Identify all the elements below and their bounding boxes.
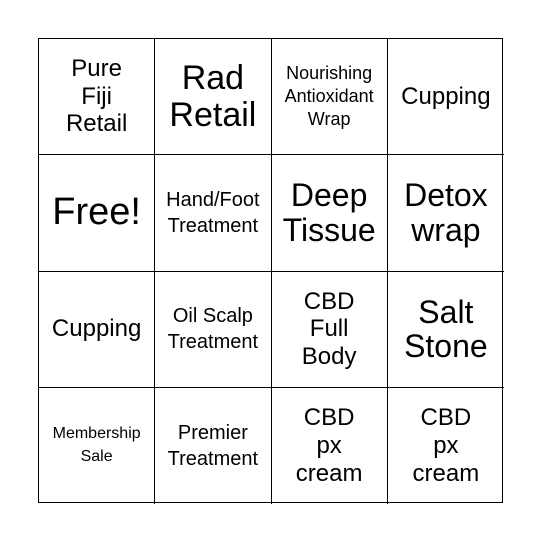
bingo-cell-label: Hand/Foot Treatment [166,188,260,237]
bingo-cell[interactable]: Membership Sale [39,387,156,504]
bingo-cell[interactable]: Salt Stone [387,272,504,388]
bingo-cell[interactable]: CBD px cream [272,387,388,504]
bingo-cell[interactable]: Hand/Foot Treatment [155,155,272,272]
bingo-cell[interactable]: Rad Retail [155,39,272,156]
bingo-cell-label: Deep Tissue [282,177,376,248]
bingo-cell-label: Rad Retail [169,58,257,134]
bingo-cell[interactable]: CBD px cream [388,388,504,504]
bingo-cell[interactable]: Deep Tissue [271,155,388,272]
bingo-cell-label: CBD Full Body [301,287,357,370]
bingo-cell-label: Detox wrap [404,177,488,248]
bingo-cell-free-space[interactable]: Free! [39,155,156,272]
bingo-cell-label: Membership Sale [52,425,141,465]
bingo-cell[interactable]: Pure Fiji Retail [39,39,156,156]
bingo-cell-label: Cupping [51,315,142,343]
bingo-cell-label: Pure Fiji Retail [65,55,128,138]
bingo-cell[interactable]: Oil Scalp Treatment [155,271,272,388]
bingo-card: Pure Fiji Retail Rad Retail Nourishing A… [38,38,504,504]
bingo-cell-label: CBD px cream [295,404,363,487]
bingo-cell-label: Premier Treatment [167,421,259,470]
bingo-cell[interactable]: Detox wrap [387,155,504,272]
bingo-cell[interactable]: CBD Full Body [271,271,388,388]
bingo-cell[interactable]: Cupping [387,39,504,156]
bingo-cell[interactable]: Nourishing Antioxidant Wrap [271,39,388,156]
bingo-cell-label: Salt Stone [404,293,488,365]
bingo-cell-label: Oil Scalp Treatment [167,305,259,354]
bingo-cell-label: Cupping [401,82,491,110]
bingo-cell-label: Nourishing Antioxidant Wrap [284,62,374,130]
bingo-cell[interactable]: Premier Treatment [155,387,272,504]
bingo-cell-label: Free! [52,190,141,233]
bingo-cell-label: CBD px cream [412,404,480,487]
bingo-cell[interactable]: Cupping [39,271,156,388]
